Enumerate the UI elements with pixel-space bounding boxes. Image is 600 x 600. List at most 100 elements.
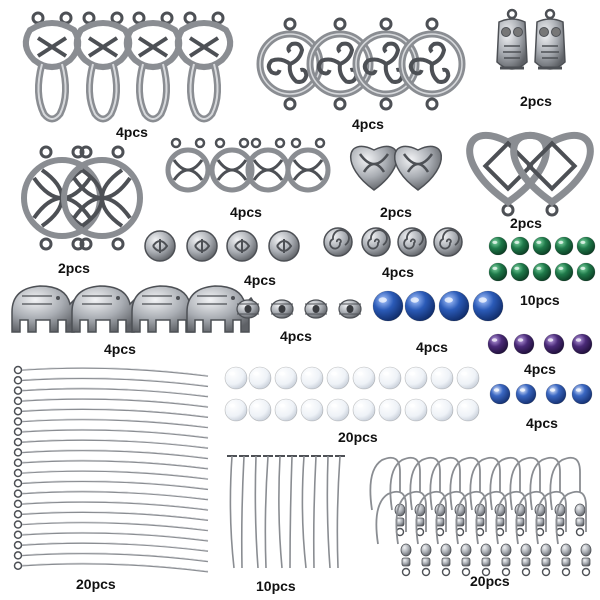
head-pin: [323, 455, 333, 569]
green-bead: [532, 262, 552, 282]
round-knot-connectors: [21, 145, 143, 251]
eye-pin: [13, 540, 209, 552]
eye-pin: [13, 458, 209, 470]
celtic-knot-link: [22, 11, 82, 123]
triskele-link: [398, 17, 466, 111]
earring-hook: [435, 490, 472, 577]
eye-pin: [13, 365, 209, 377]
spiral-bead: [397, 227, 427, 257]
elephant-charm: [71, 285, 140, 333]
white-beads: [224, 366, 480, 422]
heart-charms-count: 2pcs: [380, 204, 412, 220]
earring-hook: [375, 490, 412, 577]
celtic-knot-link: [73, 11, 133, 123]
white-bead: [404, 366, 428, 390]
round-knot-connectors-count: 2pcs: [58, 260, 90, 276]
white-bead: [300, 398, 324, 422]
spacer-bead: [236, 299, 260, 319]
spiral-bead: [433, 227, 463, 257]
eye-pin: [13, 468, 209, 480]
purple-bead: [513, 333, 535, 355]
spiral-beads: [323, 227, 463, 257]
heart-knot-links: [466, 132, 594, 217]
white-bead: [378, 398, 402, 422]
triskele-links: [256, 17, 466, 111]
eye-pin: [13, 437, 209, 449]
earring-hook: [415, 490, 452, 577]
eye-pins-count: 20pcs: [76, 576, 116, 592]
white-bead: [352, 366, 376, 390]
white-bead: [430, 398, 454, 422]
blue-beads-large-count: 4pcs: [416, 339, 448, 355]
purple-bead: [571, 333, 593, 355]
celtic-knot-link: [174, 11, 234, 123]
heart-knot-link: [510, 132, 594, 217]
blue-bead-small: [545, 383, 567, 405]
green-beads-count: 10pcs: [520, 292, 560, 308]
head-pin: [275, 455, 285, 569]
eye-pin: [13, 386, 209, 398]
eye-pin: [13, 551, 209, 563]
earring-hook: [455, 490, 492, 577]
knot-bead: [144, 230, 176, 262]
eye-pin: [13, 509, 209, 521]
eye-pin: [13, 417, 209, 429]
earring-hooks: [369, 456, 592, 577]
earring-hook: [555, 490, 592, 577]
earring-hook: [515, 490, 552, 577]
spacer-bead: [304, 299, 328, 319]
eye-pin: [13, 427, 209, 439]
spiral-beads-count: 4pcs: [382, 264, 414, 280]
owl-charm: [496, 8, 528, 70]
earring-hook: [549, 456, 586, 537]
purple-bead: [543, 333, 565, 355]
heart-knot-link: [466, 132, 550, 217]
blue-bead-large: [438, 290, 470, 322]
blue-beads-small: [489, 383, 593, 405]
earring-hook: [495, 490, 532, 577]
earring-hook: [509, 456, 546, 537]
owl-charms-count: 2pcs: [520, 93, 552, 109]
eye-pin: [13, 561, 209, 573]
blue-bead-small: [515, 383, 537, 405]
head-pin: [227, 455, 237, 569]
white-beads-count: 20pcs: [338, 429, 378, 445]
green-bead: [554, 236, 574, 256]
small-knot-links: [165, 137, 331, 193]
heart-charm: [393, 145, 443, 191]
head-pin: [251, 455, 261, 569]
triskele-link: [306, 17, 374, 111]
purple-beads-count: 4pcs: [524, 361, 556, 377]
green-bead: [510, 236, 530, 256]
white-bead: [430, 366, 454, 390]
small-knot-link: [245, 137, 291, 193]
eye-pin: [13, 489, 209, 501]
elephant-charm: [11, 285, 80, 333]
head-pin: [239, 455, 249, 569]
purple-bead: [487, 333, 509, 355]
white-bead: [224, 366, 248, 390]
celtic-knot-link: [123, 11, 183, 123]
spiral-bead: [361, 227, 391, 257]
white-bead: [300, 366, 324, 390]
head-pins-count: 10pcs: [256, 578, 296, 594]
white-bead: [248, 398, 272, 422]
eye-pin: [13, 499, 209, 511]
eye-pin: [13, 376, 209, 388]
earring-hooks-count: 20pcs: [470, 573, 510, 589]
white-bead: [352, 398, 376, 422]
white-bead: [378, 366, 402, 390]
elephant-charms: [11, 285, 255, 333]
blue-bead-small: [571, 383, 593, 405]
eye-pin: [13, 520, 209, 532]
head-pin: [335, 455, 345, 569]
white-bead: [456, 398, 480, 422]
spacer-beads-count: 4pcs: [280, 328, 312, 344]
green-bead: [554, 262, 574, 282]
blue-bead-large: [472, 290, 504, 322]
small-knot-links-count: 4pcs: [230, 204, 262, 220]
earring-hook: [475, 490, 512, 577]
knot-bead: [226, 230, 258, 262]
